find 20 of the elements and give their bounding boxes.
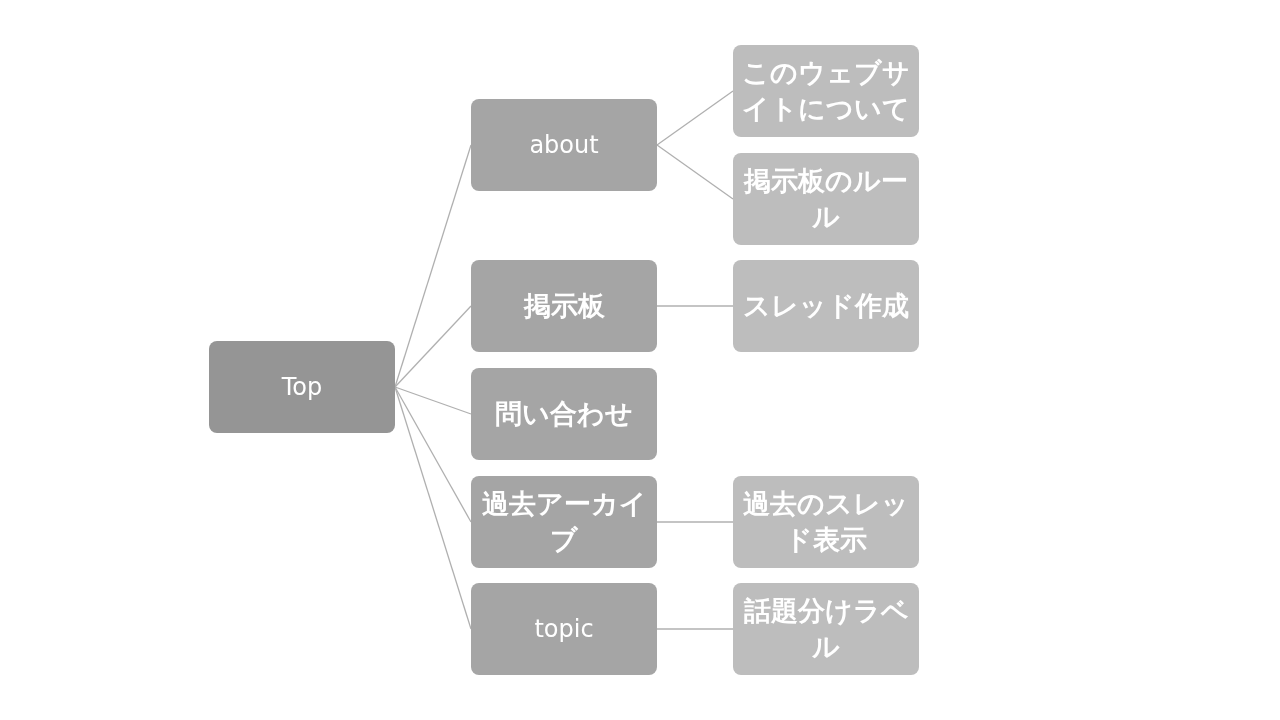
menu-box: about: [471, 99, 657, 191]
connector-line: [656, 90, 734, 146]
connector-line: [394, 144, 472, 388]
menu-box: 問い合わせ: [471, 368, 657, 460]
connector-line: [394, 305, 472, 388]
connector-line: [656, 144, 734, 200]
connector-line: [656, 628, 734, 630]
menu-box: スレッド作成: [733, 260, 919, 352]
connector-line: [394, 386, 472, 523]
menu-box: 掲示板: [471, 260, 657, 352]
menu-box: 掲示板のルール: [733, 153, 919, 245]
connector-line: [656, 305, 734, 307]
menu-box: topic: [471, 583, 657, 675]
menu-box: 過去のスレッド表示: [733, 476, 919, 568]
menu-box: 話題分けラベル: [733, 583, 919, 675]
connector-line: [394, 386, 472, 415]
connector-line: [656, 521, 734, 523]
menu-box: Top: [209, 341, 395, 433]
menu-box: このウェブサイトについて: [733, 45, 919, 137]
menu-box: 過去アーカイブ: [471, 476, 657, 568]
